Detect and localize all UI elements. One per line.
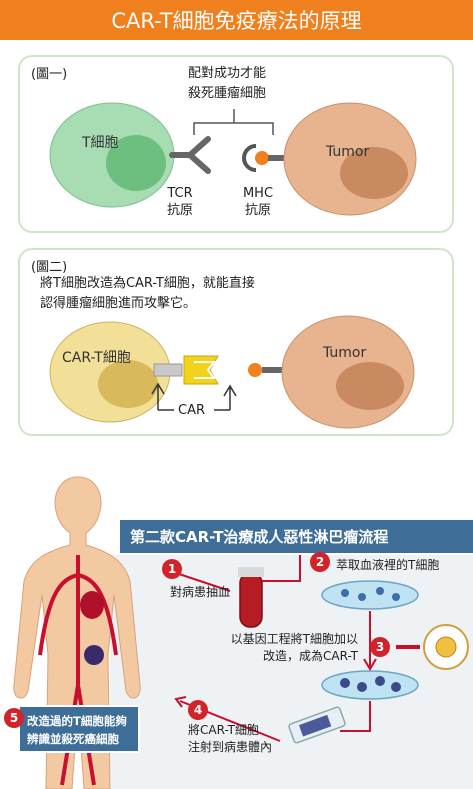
tumor-antigen (248, 363, 262, 377)
step-5-text-line1: 改造過的T細胞能夠 (27, 714, 127, 728)
step-5-box: 改造過的T細胞能夠 辨識並殺死癌細胞 (18, 705, 140, 753)
process-background (110, 555, 473, 789)
tcr-caption-line1: TCR (167, 186, 193, 201)
t-cell-nucleus (106, 135, 166, 191)
figure-1-label: (圖一) (31, 67, 68, 82)
car-stalk (153, 363, 183, 377)
tumor-nucleus-2 (336, 362, 404, 410)
match-bracket (193, 109, 274, 135)
car-t-label: CAR-T細胞 (62, 350, 131, 366)
figure-2-description: 將T細胞改造為CAR-T細胞，就能直接 認得腫瘤細胞進而攻擊它。 (40, 274, 255, 314)
step-2-text: 萃取血液裡的T細胞 (336, 558, 440, 572)
mhc-caption: MHC 抗原 (238, 185, 278, 219)
mhc-caption-line2: 抗原 (244, 203, 271, 218)
blood-tube (239, 572, 263, 628)
step-3-text: 以基因工程將T細胞加以 改造，成為CAR-T (188, 631, 358, 665)
heart (80, 591, 104, 619)
step-3-number: 3 (370, 637, 390, 657)
figure-1-graphic (49, 102, 417, 216)
tumor-in-body (84, 645, 104, 665)
step-2-number: 2 (310, 552, 330, 572)
tcr-caption-line2: 抗原 (166, 203, 193, 218)
step-4-text: 將CAR-T細胞 注射到病患體內 (188, 722, 272, 756)
car-receptor-detail (194, 361, 216, 379)
tumor-label-1: Tumor (326, 144, 370, 160)
blood-tube-cap (238, 567, 264, 577)
tcr-caption: TCR 抗原 (160, 185, 200, 219)
petri-dish-2 (321, 670, 419, 700)
t-cell-label: T細胞 (82, 135, 119, 151)
match-caption-line2: 殺死腫瘤細胞 (187, 86, 266, 101)
step-3-text-line1: 以基因工程將T細胞加以 (230, 632, 358, 646)
figure-2-label: (圖二) (31, 260, 68, 275)
petri-dish-1 (321, 580, 419, 610)
mhc-arc (242, 144, 257, 172)
arrow-step4 (340, 701, 371, 732)
tumor-nucleus (340, 147, 408, 199)
car-receptor (183, 355, 219, 385)
car-arrow-left (151, 382, 165, 410)
figure-2-desc-line2: 認得腫瘤細胞進而攻擊它。 (40, 296, 197, 311)
car-arrow-right (223, 384, 237, 410)
syringe-contents (298, 714, 332, 737)
blood-vessels (38, 555, 118, 786)
step-5-text-line2: 辨識並殺死癌細胞 (27, 732, 119, 746)
match-caption-line1: 配對成功才能 (187, 66, 266, 81)
mhc-antigen (255, 151, 269, 165)
step-5-number: 5 (4, 708, 24, 728)
page-title: CAR-T細胞免疫療法的原理 (0, 0, 473, 40)
step-4-text-line1: 將CAR-T細胞 (188, 723, 259, 737)
tcr-receptor (169, 136, 211, 174)
mhc-caption-line1: MHC (242, 186, 274, 201)
match-caption: 配對成功才能 殺死腫瘤細胞 (172, 64, 282, 104)
car-label: CAR (178, 403, 206, 418)
process-banner: 第二款CAR-T治療成人惡性淋巴瘤流程 (120, 520, 473, 553)
tumor-label-2: Tumor (323, 345, 367, 361)
arrow-step2 (262, 555, 301, 582)
figure-2-graphic (49, 315, 415, 429)
step-1-text: 對病患抽血 (170, 585, 231, 599)
step-4-text-line2: 注射到病患體內 (188, 740, 273, 754)
step-1-number: 1 (162, 559, 182, 579)
step-4-number: 4 (188, 700, 208, 720)
figure-2-desc-line1: 將T細胞改造為CAR-T細胞，就能直接 (40, 276, 255, 291)
process-graphic (13, 476, 473, 789)
car-t-nucleus (98, 360, 158, 408)
step-3-text-line2: 改造，成為CAR-T (263, 649, 358, 663)
